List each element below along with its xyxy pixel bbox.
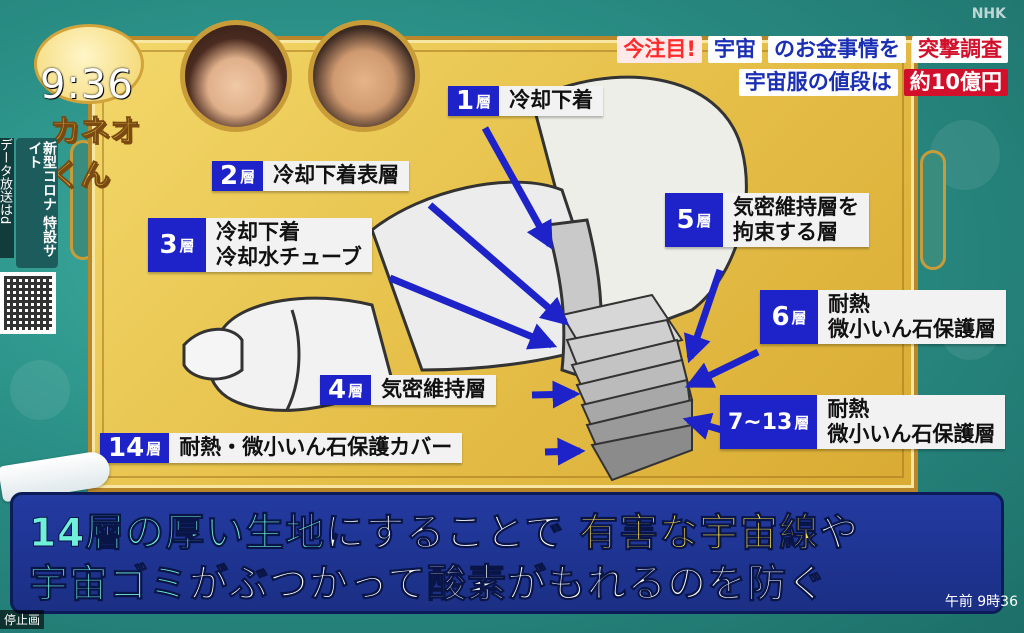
headline-middle: のお金事情を bbox=[768, 36, 906, 64]
layer-unit: 層 bbox=[348, 381, 364, 400]
layer-number: 7~13 bbox=[728, 409, 793, 435]
background-dot bbox=[10, 360, 70, 420]
layer-description-line: 冷却下着 bbox=[216, 220, 300, 244]
layer-unit: 層 bbox=[240, 167, 256, 186]
nhk-watermark: NHK bbox=[971, 6, 1006, 22]
data-broadcast-note: データ放送はd bbox=[0, 138, 14, 258]
layer-description-line: 冷却下着表層 bbox=[273, 163, 400, 188]
layer-description-line: 微小いん石保護層 bbox=[828, 317, 996, 342]
layer-description: 耐熱 微小いん石保護層 bbox=[817, 395, 1006, 450]
layer-unit: 層 bbox=[476, 92, 492, 111]
layer-unit: 層 bbox=[146, 439, 162, 458]
arrow-layer-7-13 bbox=[682, 412, 723, 440]
headline-prefix: 今注目! bbox=[617, 36, 702, 64]
headline-price-value: 約10億円 bbox=[903, 69, 1008, 97]
headline-price-prefix: 宇宙服の値段は bbox=[738, 69, 898, 97]
headline-subject: 宇宙 bbox=[708, 36, 762, 64]
frame-ornament-right bbox=[920, 150, 946, 270]
layer-number: 5 bbox=[676, 205, 695, 236]
headline-suffix: 突撃調査 bbox=[912, 36, 1008, 64]
logo-mascot-badge bbox=[34, 24, 144, 104]
layer-description: 耐熱・微小いん石保護カバー bbox=[169, 433, 463, 463]
arrow-layer-3 bbox=[388, 274, 558, 350]
layer-description-line: 冷却水チューブ bbox=[216, 245, 362, 270]
qr-code bbox=[0, 272, 56, 334]
caption-box: 14層の厚い生地にすることで 有害な宇宙線や 宇宙ゴミがぶつかって酸素がもれるの… bbox=[10, 492, 1004, 614]
board-inner-border bbox=[102, 50, 904, 478]
caption-highlight-layers: 14層の厚い生地 bbox=[28, 511, 326, 557]
layer-description-line: 耐熱 bbox=[827, 397, 870, 421]
headline-row-2: 宇宙服の値段は 約10億円 bbox=[738, 69, 1008, 97]
caption-line-1: 14層の厚い生地にすることで 有害な宇宙線や bbox=[28, 502, 860, 558]
layer-number: 3 bbox=[159, 230, 178, 261]
layer-description: 冷却下着 bbox=[499, 86, 604, 116]
layer-unit: 層 bbox=[791, 308, 807, 327]
arrow-layer-5 bbox=[683, 268, 724, 364]
layer-description: 気密維持層を 拘束する層 bbox=[723, 193, 869, 248]
program-logo: 9:36 カネオくん bbox=[14, 14, 164, 194]
guest-avatar-1 bbox=[180, 20, 292, 132]
guest-avatar-2 bbox=[308, 20, 420, 132]
caption-text: や bbox=[819, 511, 860, 557]
arrow-layer-2 bbox=[427, 202, 570, 326]
arrow-layer-1 bbox=[481, 126, 554, 250]
caption-text: にすることで bbox=[325, 511, 565, 557]
layer-description-line: 冷却下着 bbox=[509, 88, 594, 113]
layer-number: 6 bbox=[771, 302, 790, 333]
layer-number: 14 bbox=[108, 433, 145, 463]
layer-description-line: 耐熱 bbox=[828, 292, 870, 316]
layer-unit: 層 bbox=[794, 413, 810, 432]
layer-description-line: 気密維持層を bbox=[733, 195, 859, 219]
caption-text: がぶつかって酸素がもれるのを防ぐ bbox=[189, 562, 828, 608]
arrow-layer-14 bbox=[544, 437, 586, 466]
paused-indicator: 停止画 bbox=[0, 610, 45, 629]
layer-number: 2 bbox=[220, 161, 239, 191]
clock-readout: 午前 9時36 bbox=[944, 594, 1018, 610]
logo-time: 9:36 bbox=[40, 62, 134, 108]
qr-code-pattern bbox=[4, 276, 52, 330]
layer-description-line: 耐熱・微小いん石保護カバー bbox=[179, 435, 453, 460]
layer-description: 冷却下着 冷却水チューブ bbox=[206, 218, 372, 273]
layer-number: 1 bbox=[456, 86, 475, 116]
layer-description: 耐熱 微小いん石保護層 bbox=[818, 290, 1006, 345]
arrow-layer-6 bbox=[684, 348, 760, 389]
headline: 今注目! 宇宙 のお金事情を 突撃調査 宇宙服の値段は 約10億円 bbox=[617, 36, 1008, 97]
covid-special-site-note: 新型コロナ 特設サイト bbox=[16, 138, 58, 268]
layer-unit: 層 bbox=[179, 236, 195, 255]
caption-highlight-debris: 宇宙ゴミ bbox=[28, 562, 190, 608]
layer-description-line: 拘束する層 bbox=[733, 220, 838, 245]
logo-title: カネオくん bbox=[50, 114, 141, 194]
caption-line-2: 宇宙ゴミがぶつかって酸素がもれるのを防ぐ bbox=[28, 553, 828, 609]
layer-number: 4 bbox=[328, 375, 347, 405]
headline-row-1: 今注目! 宇宙 のお金事情を 突撃調査 bbox=[617, 36, 1008, 64]
arrow-layer-4 bbox=[531, 380, 581, 409]
caption-highlight-radiation: 有害な宇宙線 bbox=[579, 511, 820, 557]
layer-unit: 層 bbox=[696, 211, 712, 230]
layer-description: 気密維持層 bbox=[371, 375, 497, 405]
layer-description-line: 気密維持層 bbox=[381, 377, 487, 402]
layer-description: 冷却下着表層 bbox=[263, 161, 410, 191]
layer-stack bbox=[560, 293, 694, 482]
layer-description-line: 微小いん石保護層 bbox=[827, 422, 996, 447]
